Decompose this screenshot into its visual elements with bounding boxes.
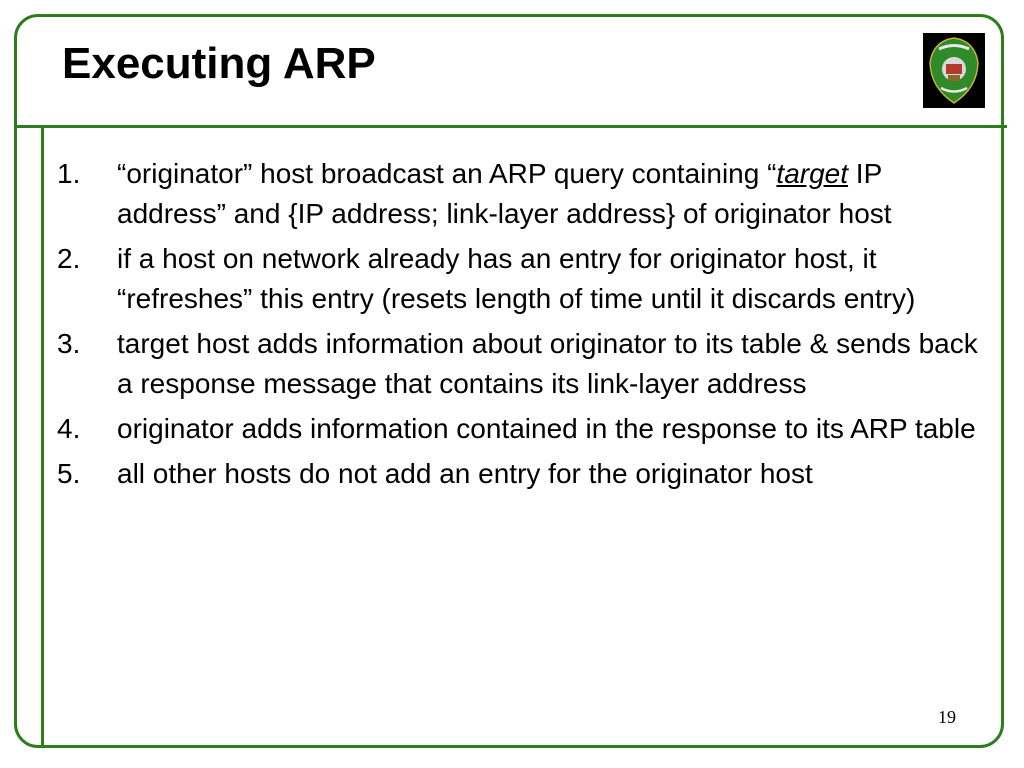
item-number: 4.	[57, 413, 81, 444]
step-list: 1. “originator” host broadcast an ARP que…	[57, 154, 987, 499]
slide-title: Executing ARP	[62, 39, 376, 88]
title-divider	[14, 125, 1007, 128]
list-item: 3. target host adds information about ori…	[57, 324, 987, 404]
left-divider	[41, 125, 44, 748]
item-number: 1.	[57, 158, 81, 189]
item-text: “originator” host broadcast an ARP query…	[117, 158, 777, 189]
item-text: IP address” and {IP address; link-layer …	[117, 158, 892, 229]
item-text: all other hosts do not add an entry for …	[117, 458, 813, 489]
list-item: 1. “originator” host broadcast an ARP que…	[57, 154, 987, 234]
item-text: originator adds information contained in…	[117, 413, 976, 444]
item-emphasis: target	[776, 158, 849, 189]
item-text: if a host on network already has an entr…	[117, 243, 916, 314]
item-number: 5.	[57, 458, 81, 489]
list-item: 4. originator adds information contained …	[57, 409, 987, 449]
university-crest-icon	[923, 33, 985, 108]
item-number: 3.	[57, 328, 81, 359]
list-item: 5. all other hosts do not add an entry fo…	[57, 454, 987, 494]
slide-border	[14, 14, 1004, 748]
item-number: 2.	[57, 243, 81, 274]
list-item: 2. if a host on network already has an en…	[57, 239, 987, 319]
item-text: target host adds information about origi…	[117, 328, 978, 399]
page-number: 19	[938, 707, 956, 727]
